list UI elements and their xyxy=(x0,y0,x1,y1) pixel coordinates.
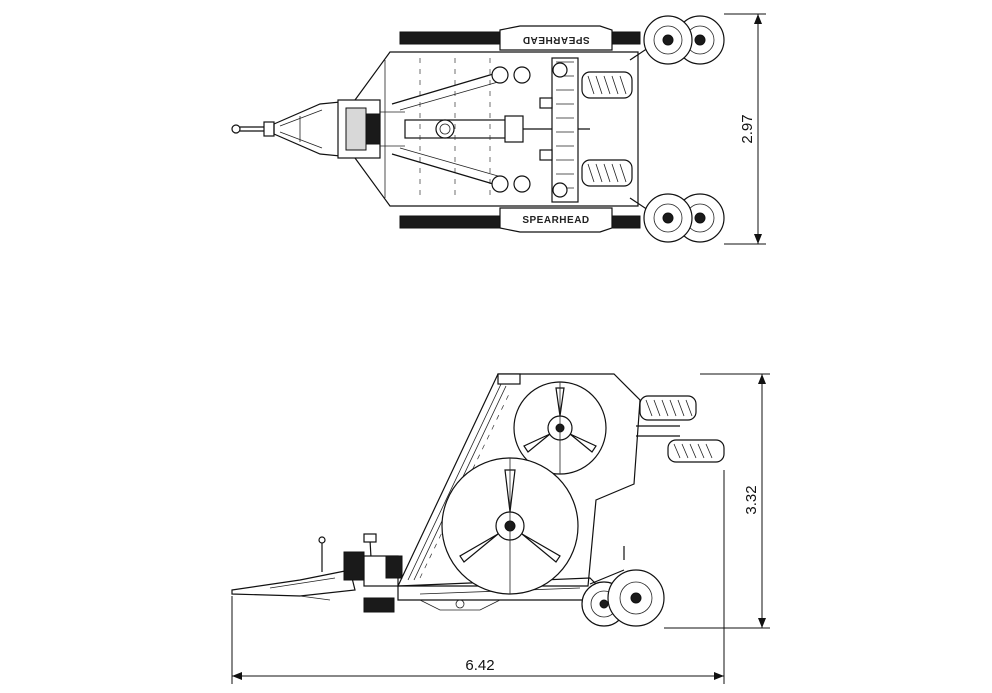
top-hitch xyxy=(231,101,341,157)
top-width-dimension xyxy=(724,13,766,245)
side-length-dimension xyxy=(231,470,725,684)
side-length-value: 6.42 xyxy=(465,657,494,674)
side-lower-wheels xyxy=(581,546,665,627)
top-gearbox xyxy=(337,99,590,159)
side-upper-blade xyxy=(513,381,607,475)
top-rear-wheels xyxy=(629,15,725,243)
side-height-value: 3.32 xyxy=(743,485,760,514)
top-inner-tires xyxy=(581,71,633,187)
side-upper-wheels xyxy=(636,395,725,463)
top-brand-label-2: SPEARHEAD xyxy=(522,215,589,226)
side-view: 3.32 6.42 xyxy=(231,373,770,684)
side-lower-blade xyxy=(441,457,579,595)
top-upper-skid xyxy=(399,25,641,51)
side-gearbox xyxy=(343,551,403,613)
top-hubs xyxy=(491,62,568,198)
top-view: SPEARHEAD SPEARHEAD xyxy=(231,13,766,245)
top-deck xyxy=(354,51,639,207)
top-brand-label: SPEARHEAD xyxy=(522,34,589,45)
top-width-value: 2.97 xyxy=(739,114,756,143)
top-lower-skid xyxy=(399,207,641,233)
side-height-dimension xyxy=(664,373,770,629)
